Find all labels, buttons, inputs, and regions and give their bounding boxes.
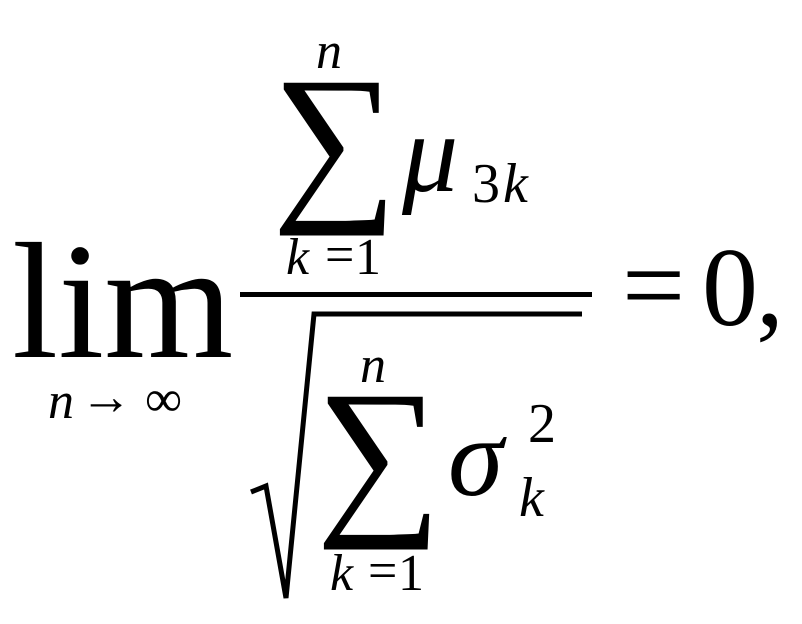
numerator-sum-lower-equals: = [325,227,355,284]
numerator-term-subscript-index: k [503,153,528,215]
numerator-sum-lower-start: 1 [355,229,381,286]
denominator-sum-lower-equals: = [368,543,398,600]
denominator-term-superscript: 2 [528,393,556,455]
lim-word: lim [12,209,234,393]
denominator-sum-lower-start: 1 [398,545,424,602]
lim-subscript-infinity: ∞ [145,371,183,428]
equals-sign: = [622,224,686,348]
denominator-sum-symbol: ∑ [316,356,442,551]
lim-subscript-variable: n [48,373,74,430]
denominator-term-subscript: k [519,467,544,529]
trailing-comma: , [756,226,784,350]
numerator-term-subscript-digit: 3 [472,153,500,215]
numerator-sum-upper-limit: n [316,23,342,80]
denominator-sum-upper-limit: n [360,337,386,394]
fraction-bar [240,292,592,297]
denominator-term-sigma: σ [448,396,504,520]
numerator-sum-lower-index: k [286,229,310,286]
numerator-term-mu: μ [402,92,459,216]
lim-subscript-arrow: → [80,369,132,426]
numerator-sum-symbol: ∑ [272,42,398,237]
result-value: 0 [702,226,758,350]
denominator-sum-lower-index: k [330,545,354,602]
